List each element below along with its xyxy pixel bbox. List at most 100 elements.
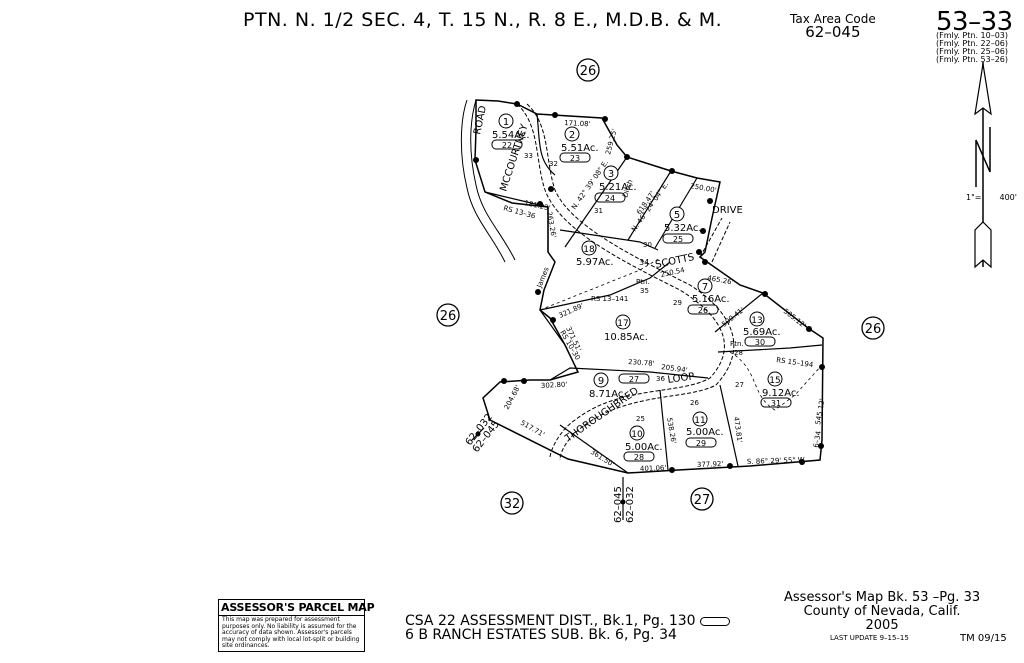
map-year: 2005 xyxy=(865,618,899,633)
formerly-item: (Fmly. Ptn. 25–06) xyxy=(936,47,1009,56)
svg-text:S. 86° 29' 55" W.: S. 86° 29' 55" W. xyxy=(747,456,807,466)
svg-text:1: 1 xyxy=(503,117,509,128)
svg-text:5.21Ac.: 5.21Ac. xyxy=(599,182,637,193)
disclaimer-box: ASSESSOR'S PARCEL MAP This map was prepa… xyxy=(218,599,375,652)
road-name: LOOP xyxy=(667,371,695,386)
tra-boundary-left: 62–032 62–045 xyxy=(464,412,502,455)
svg-text:RS 13–141: RS 13–141 xyxy=(591,295,628,303)
adjacent-page-ref[interactable]: 32 xyxy=(500,491,524,515)
svg-text:8.71Ac.: 8.71Ac. xyxy=(589,389,627,400)
svg-text:302.80': 302.80' xyxy=(541,381,568,390)
parcel-2[interactable]: 2 5.51Ac. 23 xyxy=(559,126,599,163)
svg-text:23: 23 xyxy=(570,154,580,163)
svg-text:5.51Ac.: 5.51Ac. xyxy=(561,143,599,154)
map-book-block: Assessor's Map Bk. 53 –Pg. 33 County of … xyxy=(784,591,980,633)
map-title: PTN. N. 1/2 SEC. 4, T. 15 N., R. 8 E., M… xyxy=(243,9,723,31)
svg-text:RS 15–194: RS 15–194 xyxy=(776,356,815,369)
svg-text:205.94': 205.94' xyxy=(661,363,688,375)
svg-text:5.54Ac.: 5.54Ac. xyxy=(492,130,530,141)
svg-text:259.25': 259.25' xyxy=(604,128,619,156)
svg-text:22: 22 xyxy=(502,141,512,150)
parcel-1[interactable]: 1 5.54Ac. 22 xyxy=(491,113,530,150)
svg-text:26: 26 xyxy=(580,64,597,79)
svg-text:5.32Ac.: 5.32Ac. xyxy=(664,223,702,234)
svg-text:26: 26 xyxy=(690,399,699,407)
svg-text:31: 31 xyxy=(771,399,781,408)
tax-area-code: 62–045 xyxy=(805,23,861,41)
svg-text:35: 35 xyxy=(640,287,649,295)
svg-text:25: 25 xyxy=(636,415,645,423)
svg-text:545.12': 545.12' xyxy=(814,398,826,425)
svg-text:Ptn.: Ptn. xyxy=(636,278,650,286)
apn-oval-key-icon xyxy=(699,616,730,626)
page-number: 53–33 xyxy=(936,7,1013,37)
adjacent-page-ref[interactable]: 26 xyxy=(861,316,885,340)
road-name: ROAD xyxy=(472,104,489,135)
svg-text:361.50': 361.50' xyxy=(589,448,616,469)
road-name: DRIVE xyxy=(712,205,743,216)
svg-text:33: 33 xyxy=(524,152,533,160)
svg-text:62–032: 62–032 xyxy=(625,486,636,523)
disclaimer-heading: ASSESSOR'S PARCEL MAP xyxy=(219,601,375,616)
svg-text:538.26': 538.26' xyxy=(665,417,677,444)
parcel-11[interactable]: 11 5.00Ac. 29 xyxy=(685,411,724,448)
svg-text:27: 27 xyxy=(629,375,639,384)
adjacent-page-ref[interactable]: 26 xyxy=(576,58,600,82)
county: County of Nevada, Calif. xyxy=(803,604,961,619)
map-book-ref: Assessor's Map Bk. 53 –Pg. 33 xyxy=(784,590,981,605)
parcel-7[interactable]: 7 5.16Ac. 26 xyxy=(687,278,730,315)
svg-text:24: 24 xyxy=(605,194,615,203)
parcel-9[interactable]: 9 8.71Ac. 27 xyxy=(589,372,650,400)
svg-text:Ptn.: Ptn. xyxy=(730,340,744,348)
parcel-13[interactable]: 13 5.69Ac. 30 xyxy=(743,311,781,347)
svg-text:10.85Ac.: 10.85Ac. xyxy=(604,332,648,343)
scale-feet: 400' xyxy=(999,193,1017,202)
svg-text:17: 17 xyxy=(617,319,628,329)
reference-subdivision: 6 B RANCH ESTATES SUB. Bk. 6, Pg. 34 xyxy=(405,627,677,643)
adjacent-page-ref[interactable]: 27 xyxy=(690,487,714,511)
svg-text:5.69Ac.: 5.69Ac. xyxy=(743,327,781,338)
references: CSA 22 ASSESSMENT DIST., Bk.1, Pg. 130 6… xyxy=(405,614,730,642)
svg-text:263.26': 263.26' xyxy=(545,211,557,238)
parcel-17[interactable]: 17 10.85Ac. xyxy=(604,314,648,343)
parcel-10[interactable]: 10 5.00Ac. 28 xyxy=(623,425,663,462)
formerly-item: (Fmly. Ptn. 10–03) xyxy=(936,31,1009,40)
svg-text:204.68': 204.68' xyxy=(503,384,523,411)
parcel-15[interactable]: 15 9.12Ac. 31 xyxy=(760,371,800,408)
formerly-item: (Fmly. Ptn. 22–06) xyxy=(936,39,1009,48)
map-scale: 1"=400' xyxy=(966,193,1017,202)
svg-text:9.12Ac.: 9.12Ac. xyxy=(762,388,800,399)
svg-text:377.92': 377.92' xyxy=(697,460,724,469)
svg-text:34: 34 xyxy=(639,258,649,267)
svg-text:171.08': 171.08' xyxy=(564,119,591,128)
svg-text:2: 2 xyxy=(569,130,575,141)
north-arrow-icon xyxy=(974,62,992,269)
svg-text:27: 27 xyxy=(735,381,744,389)
svg-text:26: 26 xyxy=(865,322,882,337)
adjacent-page-ref[interactable]: 26 xyxy=(436,303,460,327)
parcel-18[interactable]: 18 5.97Ac. 34 xyxy=(576,240,649,268)
svg-text:6–34: 6–34 xyxy=(812,430,823,449)
svg-text:5.16Ac.: 5.16Ac. xyxy=(692,294,730,305)
svg-text:32: 32 xyxy=(504,497,521,512)
svg-text:473.81': 473.81' xyxy=(732,416,744,443)
svg-text:7: 7 xyxy=(702,282,708,293)
svg-text:3: 3 xyxy=(608,169,614,180)
svg-text:230.78': 230.78' xyxy=(628,358,655,368)
svg-text:29: 29 xyxy=(696,439,706,448)
svg-text:9: 9 xyxy=(598,376,604,387)
svg-text:32: 32 xyxy=(549,160,558,168)
svg-text:29: 29 xyxy=(673,299,682,307)
svg-text:505.12': 505.12' xyxy=(782,307,808,330)
reference-csa: CSA 22 ASSESSMENT DIST., Bk.1, Pg. 130 xyxy=(405,613,696,629)
parcel-5[interactable]: 5 5.32Ac. 25 xyxy=(662,206,702,244)
svg-text:5: 5 xyxy=(674,210,680,221)
svg-text:25: 25 xyxy=(673,235,683,244)
tax-area-code-block: Tax Area Code 62–045 xyxy=(790,13,876,40)
svg-text:401.06': 401.06' xyxy=(640,464,667,473)
svg-text:5.97Ac.: 5.97Ac. xyxy=(576,257,614,268)
svg-text:30: 30 xyxy=(755,338,765,347)
parcel-3[interactable]: 3 5.21Ac. 24 xyxy=(594,165,637,203)
svg-text:27: 27 xyxy=(694,493,711,508)
